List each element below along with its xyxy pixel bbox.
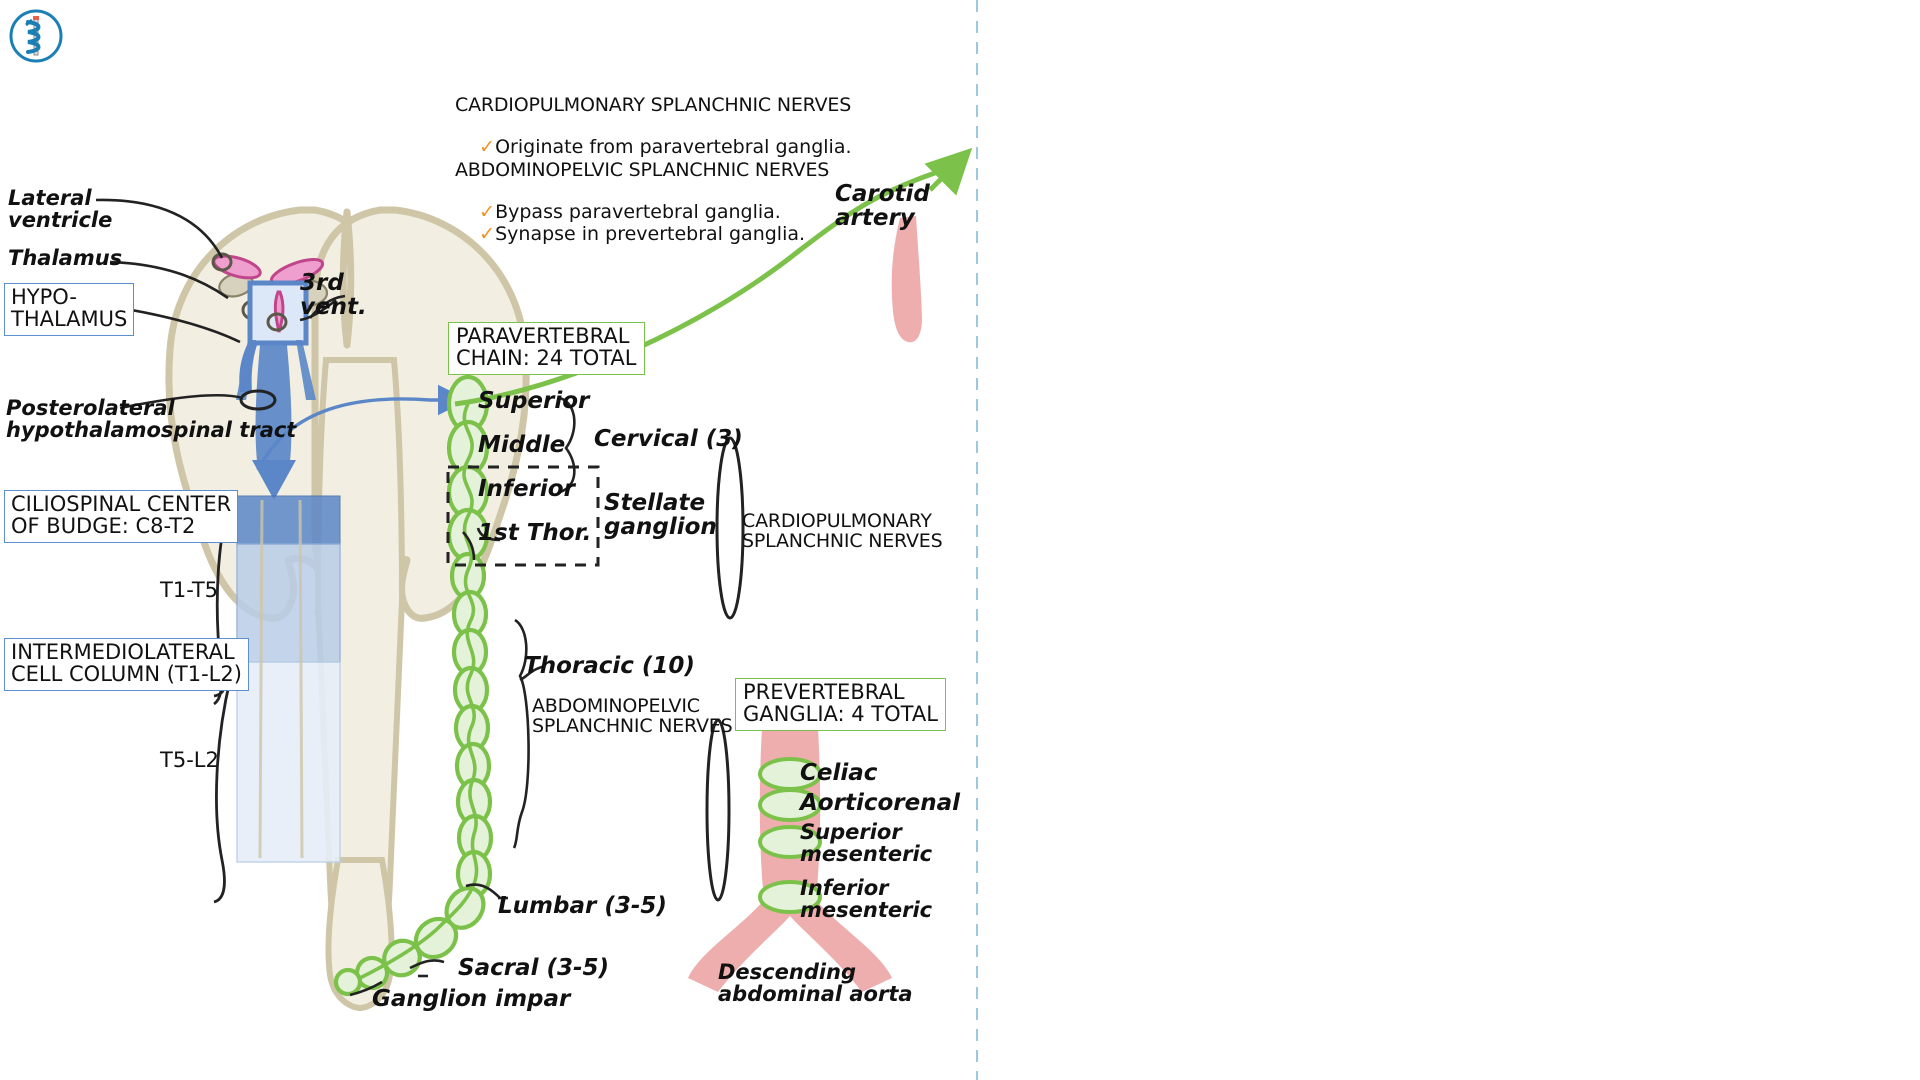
descending-aorta [688, 728, 892, 992]
thalamic-nuclei [211, 252, 329, 346]
brain-leader-lines [95, 198, 346, 344]
thalamus-label: Thalamus [8, 246, 123, 270]
t5-l2-label: T5-L2 [160, 748, 219, 772]
carotid-artery-shape [891, 216, 922, 343]
carotid-nerve-plexus [454, 165, 951, 407]
abdominopelvic-bullet-2: ✓Synapse in prevertebral ganglia. [479, 222, 806, 245]
check-icon: ✓ [479, 200, 496, 223]
celiac-ganglion-label: Celiac [800, 760, 878, 786]
hypothalamus-label: HYPO-THALAMUS [4, 283, 135, 336]
spinal-cord-segments [236, 495, 341, 863]
ganglion-middle-label: Middle [478, 432, 566, 458]
ganglion-first-thoracic-label: 1st Thor. [478, 520, 592, 546]
abdominopelvic-bracket [705, 718, 731, 902]
chain-brace-lines [349, 396, 576, 997]
prevertebral-ganglia-shapes [758, 757, 822, 914]
lumbar-group-label: Lumbar (3-5) [498, 893, 667, 919]
sacral-group-label: Sacral (3-5) [458, 955, 610, 981]
aorticorenal-ganglion-label: Aorticorenal [800, 790, 960, 816]
interganglionic-strand [359, 403, 479, 980]
preganglionic-blue-arrow [256, 384, 469, 471]
rod-of-asclepius-icon [9, 9, 63, 63]
t1-t5-label: T1-T5 [160, 578, 219, 602]
first-thoracic-leader [462, 531, 476, 561]
ganglion-impar-label: Ganglion impar [372, 986, 571, 1012]
cardiopulmonary-bracket [715, 436, 745, 620]
tract-leader-line [119, 393, 244, 410]
cardiopulmonary-bullet-1: ✓Originate from paravertebral ganglia. [479, 135, 852, 158]
ganglion-inferior-label: Inferior [478, 476, 575, 502]
cardiopulmonary-note-title: CARDIOPULMONARY SPLANCHNIC NERVES [455, 94, 852, 116]
cervical-group-label: Cervical (3) [594, 426, 743, 452]
abdominopelvic-note-title: ABDOMINOPELVIC SPLANCHNIC NERVES [455, 159, 830, 181]
abdominopelvic-bullet-1: ✓Bypass paravertebral ganglia. [479, 200, 781, 223]
check-icon: ✓ [479, 222, 496, 245]
check-icon: ✓ [479, 135, 496, 158]
site-logo[interactable] [8, 8, 64, 64]
thoracic-group-label: Thoracic (10) [524, 653, 695, 679]
ganglion-superior-label: Superior [478, 388, 590, 414]
third-ventricle-leader [299, 299, 337, 322]
stellate-ganglion-box [446, 465, 600, 567]
